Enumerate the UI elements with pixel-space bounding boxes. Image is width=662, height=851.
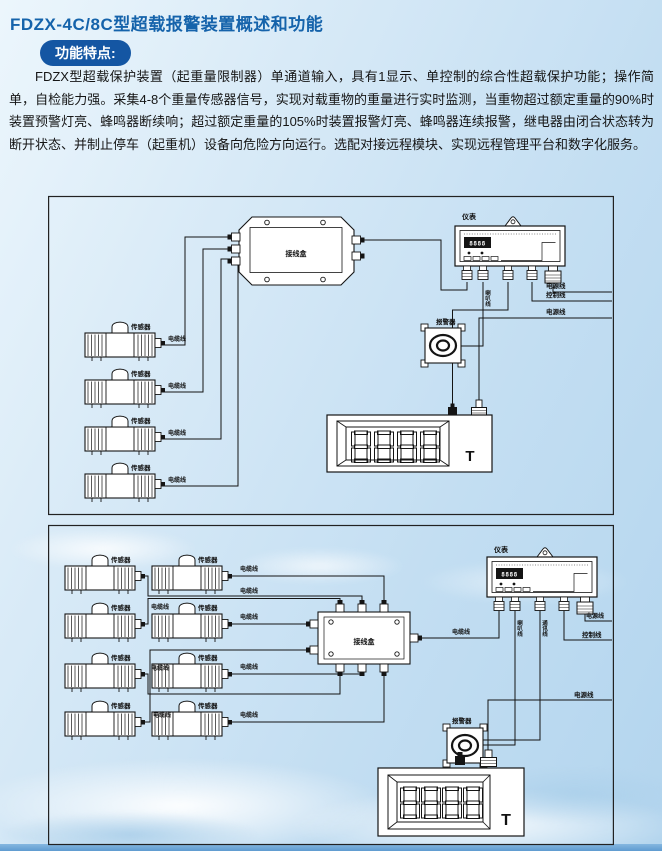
cable-label: 电缆线: [240, 587, 258, 595]
cable-label: 电缆线: [452, 628, 470, 636]
comm-line-label: 通讯线: [541, 619, 548, 638]
cable-label: 电缆线: [168, 429, 186, 437]
intro-paragraph: FDZX型超载保护装置（起重量限制器）单通道输入，具有1显示、单控制的综合性超载…: [9, 69, 654, 152]
junction-box: 接线盒: [306, 600, 422, 676]
instrument-label: 仪表: [493, 545, 509, 554]
sensor-label: 传感器: [130, 369, 151, 378]
sensor: [84, 462, 166, 503]
sensor: [151, 652, 233, 693]
cable-label: 电缆线: [240, 663, 258, 671]
cable-label: 电缆线: [240, 613, 258, 621]
power-line-label: 电源线: [546, 281, 566, 290]
sensor-label: 传感器: [197, 555, 218, 564]
sensor: [151, 554, 233, 595]
sensor-label: 传感器: [197, 701, 218, 710]
display-signal-connector: [457, 752, 463, 756]
sensor-label: 传感器: [130, 416, 151, 425]
sensor-label: 传感器: [197, 653, 218, 662]
sensor-label: 传感器: [130, 463, 151, 472]
cable-label: 电缆线: [151, 603, 169, 611]
sensor-label: 传感器: [197, 603, 218, 612]
display-signal-connector: [455, 756, 465, 765]
diagram-2: 传感器 传感器 传感器 传感器 传感器 传感器 传感器 传感器 电缆线 电缆线 …: [48, 524, 614, 846]
cable-label: 电缆线: [153, 711, 171, 719]
sensor: [64, 602, 146, 643]
junction-box-label: 接线盒: [354, 637, 376, 646]
sensor: [84, 415, 166, 456]
bottom-bar: [0, 844, 662, 851]
seven-seg-display: T: [377, 749, 525, 837]
power-line-label: 电源线: [574, 690, 594, 699]
horn-line-label: 喇叭线: [516, 619, 523, 638]
cable-label: 电缆线: [240, 565, 258, 573]
sensor: [151, 700, 233, 741]
power-line-label: 电源线: [546, 307, 566, 316]
diagram-border: [48, 524, 614, 846]
sensor: [84, 321, 166, 362]
alarm-horn: 报警器: [419, 317, 467, 369]
instrument-panel-digits: 8888: [469, 240, 485, 247]
feature-badge: 功能特点:: [40, 40, 131, 66]
sensor-label: 传感器: [130, 322, 151, 331]
display-signal-connector: [450, 403, 455, 408]
cable-label: 电缆线: [151, 664, 169, 672]
cable-label: 电缆线: [168, 335, 186, 343]
alarm-horn: 报警器: [441, 716, 489, 769]
instrument: 8888 仪表: [486, 545, 598, 615]
page-title: FDZX-4C/8C型超载报警装置概述和功能: [10, 15, 324, 34]
sensor: [84, 368, 166, 409]
cable-label: 电缆线: [168, 382, 186, 390]
instrument-label: 仪表: [461, 212, 477, 221]
diagram-1: 传感器 传感器 传感器 传感器 电缆线 电缆线 电缆线 电缆线 接线盒 8888…: [48, 195, 614, 516]
junction-box-label: 接线盒: [286, 249, 308, 258]
cable-label: 电缆线: [168, 476, 186, 484]
sensor-label: 传感器: [110, 603, 131, 612]
display-power-gland: [471, 399, 487, 416]
control-line-label: 控制线: [546, 290, 566, 299]
diagram-border: [48, 195, 614, 516]
display-unit-label: T: [501, 812, 511, 829]
display-power-gland: [480, 749, 497, 767]
horn-line-label: 喇叭线: [484, 289, 491, 308]
sensor: [64, 700, 146, 741]
seven-seg-display: T: [326, 399, 493, 473]
instrument: 8888 仪表: [454, 212, 566, 284]
sensor: [64, 652, 146, 693]
sensor-label: 传感器: [110, 701, 131, 710]
junction-box: 接线盒: [227, 216, 365, 286]
instrument-panel-digits: 8888: [501, 571, 517, 578]
alarm-horn-label: 报警器: [436, 317, 456, 326]
power-line-label: 电源线: [586, 612, 604, 620]
cable-label: 电缆线: [240, 711, 258, 719]
display-signal-connector: [448, 407, 457, 415]
sensor: [64, 554, 146, 595]
sensor-label: 传感器: [110, 653, 131, 662]
cloud-decor: [235, 548, 405, 584]
control-line-label: 控制线: [582, 630, 602, 639]
sensor-label: 传感器: [110, 555, 131, 564]
alarm-horn-label: 报警器: [452, 716, 472, 725]
display-unit-label: T: [465, 448, 474, 465]
wires: [145, 575, 612, 756]
